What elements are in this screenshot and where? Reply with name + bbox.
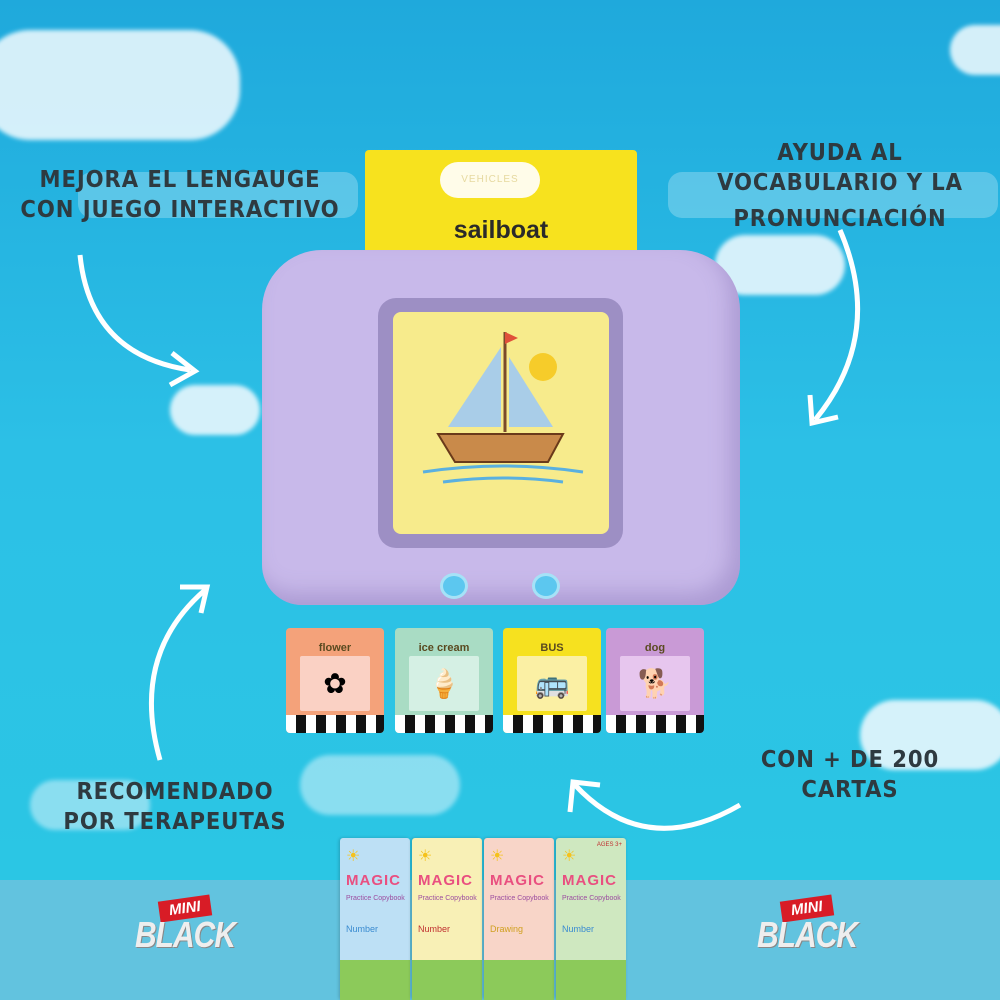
flashcard: dog 🐕: [606, 628, 704, 733]
logo-line2: BLACK: [135, 915, 236, 956]
bus-icon: 🚌: [517, 656, 587, 711]
book-title: MAGIC: [418, 872, 473, 889]
book-subtitle: Practice Copybook: [346, 895, 405, 902]
curved-arrow-icon: [567, 779, 742, 831]
cloud: [170, 385, 260, 435]
caption-line: Mejora el lengauge: [39, 167, 321, 193]
flower-icon: ✿: [300, 656, 370, 711]
cloud: [30, 780, 150, 830]
card-barcode: [503, 715, 601, 733]
sun-icon: ☀: [562, 848, 577, 865]
cloud: [715, 235, 845, 295]
card-label: BUS: [540, 642, 564, 654]
screen: [393, 312, 609, 534]
book-subtitle: Practice Copybook: [418, 895, 477, 902]
book-title: MAGIC: [346, 872, 401, 889]
curved-arrow-icon: [807, 229, 861, 427]
caption-top-right: Ayuda al vocabulario y la pronunciación: [693, 138, 987, 234]
caption-line: vocabulario y la: [717, 170, 963, 196]
curved-arrow-icon: [148, 584, 211, 761]
caption-line: Con + de 200: [760, 747, 940, 773]
book-age: AGES 3+: [596, 842, 622, 848]
grass: [412, 960, 482, 1000]
book-subtitle: Practice Copybook: [490, 895, 549, 902]
cloud: [860, 700, 1000, 770]
flashcard: flower ✿: [286, 628, 384, 733]
curved-arrow-icon: [77, 254, 200, 388]
book-title: MAGIC: [562, 872, 617, 889]
left-button[interactable]: [440, 573, 468, 599]
ice-cream-icon: 🍦: [409, 656, 479, 711]
mini-black-logo: MINI BLACK: [757, 878, 858, 973]
cloud: [0, 30, 240, 140]
book-title: MAGIC: [490, 872, 545, 889]
caption-line: con juego interactivo: [20, 197, 340, 223]
dog-icon: 🐕: [620, 656, 690, 711]
copybook: ☀ MAGIC Practice Copybook Number: [412, 838, 482, 1000]
sun-icon: ☀: [490, 848, 505, 865]
caption-line: por terapeutas: [63, 809, 287, 835]
caption-bottom-right: Con + de 200 cartas: [740, 745, 961, 805]
flashcard: BUS 🚌: [503, 628, 601, 733]
card-barcode: [395, 715, 493, 733]
caption-line: cartas: [801, 777, 899, 803]
card-label: ice cream: [418, 642, 470, 654]
card-barcode: [606, 715, 704, 733]
grass: [556, 960, 626, 1000]
card-label: dog: [644, 642, 666, 654]
logo-line2: BLACK: [757, 915, 858, 956]
copybook: AGES 3+ ☀ MAGIC Practice Copybook Number: [556, 838, 626, 1000]
book-topic: Number: [346, 924, 379, 934]
card-barcode: [286, 715, 384, 733]
caption-bottom-left: Recomendado por terapeutas: [32, 777, 317, 837]
copybook: ☀ MAGIC Practice Copybook Number: [340, 838, 410, 1000]
card-label: flower: [318, 642, 352, 654]
category-cloud: [440, 162, 540, 198]
sailboat-icon: [422, 332, 584, 484]
caption-highlight: [78, 172, 358, 218]
right-button[interactable]: [532, 573, 560, 599]
book-topic: Drawing: [490, 924, 524, 934]
caption-line: Ayuda al: [777, 140, 903, 166]
card-word: sailboat: [453, 216, 549, 244]
caption-top-left: Mejora el lengauge con juego interactivo: [14, 165, 345, 225]
copybook: ☀ MAGIC Practice Copybook Drawing: [484, 838, 554, 1000]
sun-icon: ☀: [418, 848, 433, 865]
cloud: [950, 25, 1000, 75]
sun-icon: ☀: [346, 848, 361, 865]
flashcard: ice cream 🍦: [395, 628, 493, 733]
grass: [484, 960, 554, 1000]
book-topic: Number: [562, 924, 595, 934]
card-category: VEHICLES: [461, 174, 519, 185]
caption-highlight: [668, 172, 998, 218]
book-topic: Number: [418, 924, 451, 934]
caption-line: Recomendado: [76, 779, 274, 805]
caption-line: pronunciación: [733, 206, 947, 232]
book-subtitle: Practice Copybook: [562, 895, 621, 902]
mini-black-logo: MINI BLACK: [135, 878, 236, 973]
grass: [340, 960, 410, 1000]
cloud: [300, 755, 460, 815]
